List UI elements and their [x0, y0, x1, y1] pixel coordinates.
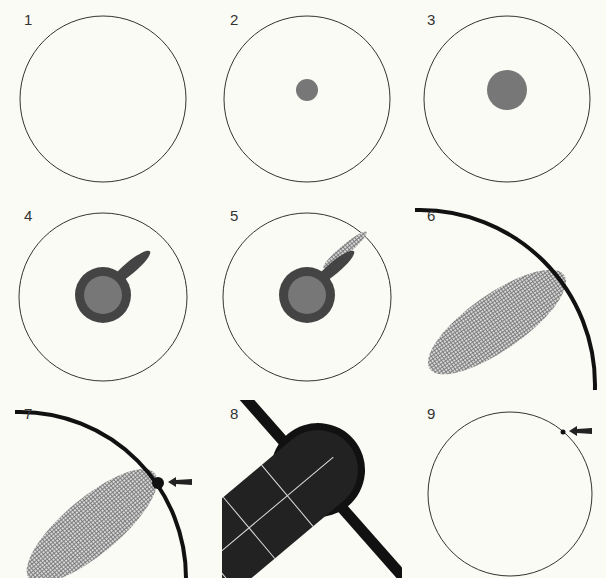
outer-circle: [223, 213, 391, 381]
ring: [75, 267, 131, 323]
panel-number: 7: [24, 406, 32, 421]
ring: [279, 267, 335, 323]
core: [288, 276, 326, 314]
large-spot: [487, 70, 527, 110]
panel-number: 6: [427, 208, 435, 223]
pointer-arrow: [168, 477, 192, 487]
marker-dot: [561, 430, 566, 435]
boundary-arc: [15, 412, 186, 578]
outer-circle: [20, 16, 186, 182]
outer-circle: [424, 16, 590, 182]
marker-dot: [152, 477, 164, 489]
core: [84, 276, 122, 314]
pointer-arrow: [569, 426, 592, 436]
panel-number: 3: [427, 12, 435, 27]
small-spot: [296, 79, 318, 101]
panel-number: 4: [24, 208, 32, 223]
panel-number: 5: [230, 208, 238, 223]
outer-circle: [19, 213, 187, 381]
outer-circle: [428, 412, 592, 576]
panel-number: 9: [427, 406, 435, 421]
outer-circle: [224, 16, 390, 182]
panel-number: 1: [24, 12, 32, 27]
panel-number: 8: [230, 406, 238, 421]
panel-number: 2: [230, 12, 238, 27]
boundary-arc: [415, 210, 595, 390]
